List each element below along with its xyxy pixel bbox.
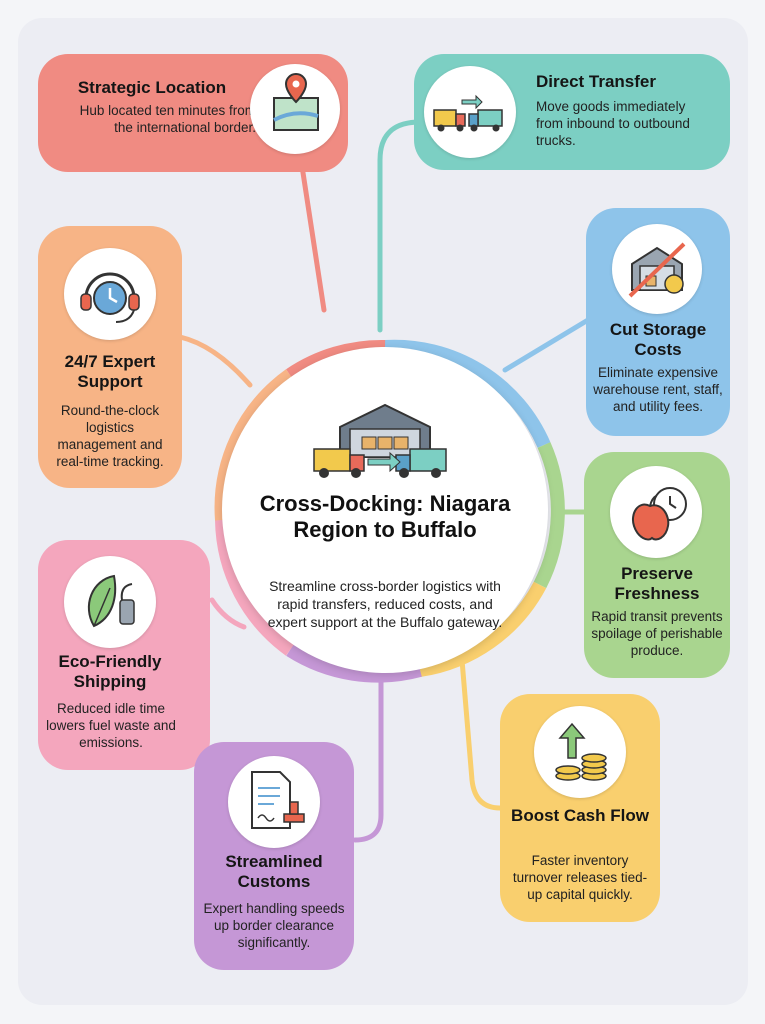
- center-description: Streamline cross-border logistics with r…: [267, 578, 503, 630]
- card-title: Preserve Freshness: [614, 564, 700, 603]
- card-title: Cut Storage Costs: [609, 320, 707, 359]
- card-description: Rapid transit prevents spoilage of peris…: [591, 609, 723, 658]
- card-strategic-location: Strategic Location Hub located ten minut…: [38, 54, 348, 172]
- card-eco: Eco-Friendly Shipping Reduced idle time …: [38, 540, 210, 770]
- card-title: 24/7 Expert Support: [64, 352, 156, 391]
- map-pin-icon: [250, 64, 340, 154]
- card-description: Expert handling speeds up border clearan…: [203, 901, 345, 950]
- warehouse-trucks-icon: [313, 403, 447, 478]
- card-title: Boost Cash Flow: [511, 806, 649, 825]
- card-expert-support: 24/7 Expert Support Round-the-clock logi…: [38, 226, 182, 488]
- document-stamp-icon: [228, 756, 320, 848]
- card-storage-costs: Cut Storage Costs Eliminate expensive wa…: [586, 208, 730, 436]
- no-warehouse-icon: [612, 224, 702, 314]
- card-description: Reduced idle time lowers fuel waste and …: [46, 701, 176, 750]
- center-title: Cross-Docking: Niagara Region to Buffalo: [259, 491, 511, 542]
- card-customs: Streamlined Customs Expert handling spee…: [194, 742, 354, 970]
- card-title: Direct Transfer: [536, 72, 656, 91]
- card-title: Eco-Friendly Shipping: [58, 652, 162, 691]
- card-description: Hub located ten minutes from the interna…: [79, 103, 256, 135]
- headset-clock-icon: [64, 248, 156, 340]
- leaf-fuel-icon: [64, 556, 156, 648]
- card-freshness: Preserve Freshness Rapid transit prevent…: [584, 452, 730, 678]
- card-cash-flow: Boost Cash Flow Faster inventory turnove…: [500, 694, 660, 922]
- card-description: Eliminate expensive warehouse rent, staf…: [593, 365, 723, 414]
- card-direct-transfer: Direct Transfer Move goods immediately f…: [414, 54, 730, 170]
- card-title: Strategic Location: [77, 78, 227, 97]
- trucks-transfer-icon: [424, 66, 516, 158]
- card-description: Round-the-clock logistics management and…: [56, 403, 164, 469]
- center-hub: Cross-Docking: Niagara Region to Buffalo…: [210, 335, 560, 685]
- card-description: Faster inventory turnover releases tied-…: [512, 853, 648, 902]
- coins-arrow-icon: [534, 706, 626, 798]
- center-circle: Cross-Docking: Niagara Region to Buffalo…: [222, 347, 548, 673]
- card-description: Move goods immediately from inbound to o…: [536, 99, 690, 148]
- apple-clock-icon: [610, 466, 702, 558]
- card-title: Streamlined Customs: [225, 852, 323, 891]
